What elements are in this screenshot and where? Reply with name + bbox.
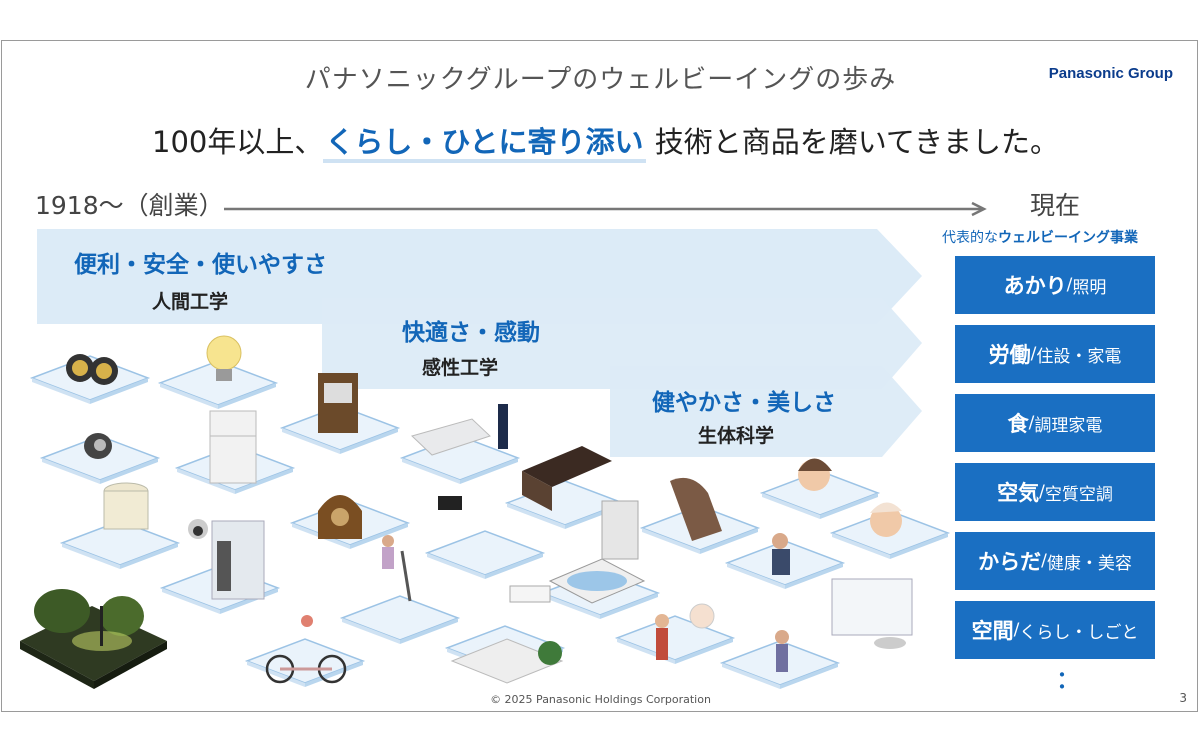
business-heading-prefix: 代表的な [942,230,998,246]
continuation-dots: ・ ・ [1052,663,1072,699]
business-box-body: からだ/健康・美容 [955,532,1155,590]
business-main: 食 [1007,412,1029,436]
band-3-sub: 生体科学 [698,425,775,447]
band-1-title: 便利・安全・使いやすさ [74,252,327,278]
business-heading-bold: ウェルビーイング事業 [998,230,1138,246]
timeline-arrow [224,201,987,217]
subtitle-after: 技術と商品を磨いてきました。 [645,125,1059,159]
business-rest: 調理家電 [1034,415,1103,436]
business-rest: くらし・しごと [1019,622,1139,643]
business-box-food: 食/調理家電 [955,394,1155,452]
business-main: からだ [978,550,1042,574]
slide-title: パナソニックグループのウェルビーイングの歩み [304,65,897,95]
business-rest: 空質空調 [1044,484,1113,505]
brand-logo: Panasonic Group [1048,65,1173,82]
business-box-light: あかり/照明 [955,256,1155,314]
business-heading: 代表的なウェルビーイング事業 [942,227,1138,247]
timeline-start: 1918～（創業） [35,191,224,220]
band-1-sub: 人間工学 [152,291,229,313]
slide: パナソニックグループのウェルビーイングの歩み Panasonic Group 1… [1,40,1198,712]
business-main: 空間 [971,619,1014,643]
business-rest: 健康・美容 [1046,553,1132,574]
business-box-labor: 労働/住設・家電 [955,325,1155,383]
page-number: 3 [1179,691,1187,705]
business-rest: 照明 [1072,277,1107,298]
band-2-title: 快適さ・感動 [402,320,540,346]
subtitle: 100年以上、くらし・ひとに寄り添い 技術と商品を磨いてきました。 [152,119,1059,163]
timeline-now: 現在 [1030,191,1081,220]
business-box-air: 空気/空質空調 [955,463,1155,521]
subtitle-highlight: くらし・ひとに寄り添い [323,125,646,163]
business-main: あかり [1003,274,1067,298]
copyright: © 2025 Panasonic Holdings Corporation [490,693,711,706]
band-shapes [37,229,922,457]
band-2-sub: 感性工学 [422,357,499,379]
business-rest: 住設・家電 [1036,346,1122,367]
band-3-title: 健やかさ・美しさ [652,390,836,416]
subtitle-before: 100年以上、 [152,125,324,159]
business-main: 労働 [988,343,1031,367]
night-street-light [20,589,167,689]
business-box-space: 空間/くらし・しごと [955,601,1155,659]
product-icons [66,335,913,684]
product-illustration [20,229,949,690]
business-main: 空気 [997,481,1040,505]
